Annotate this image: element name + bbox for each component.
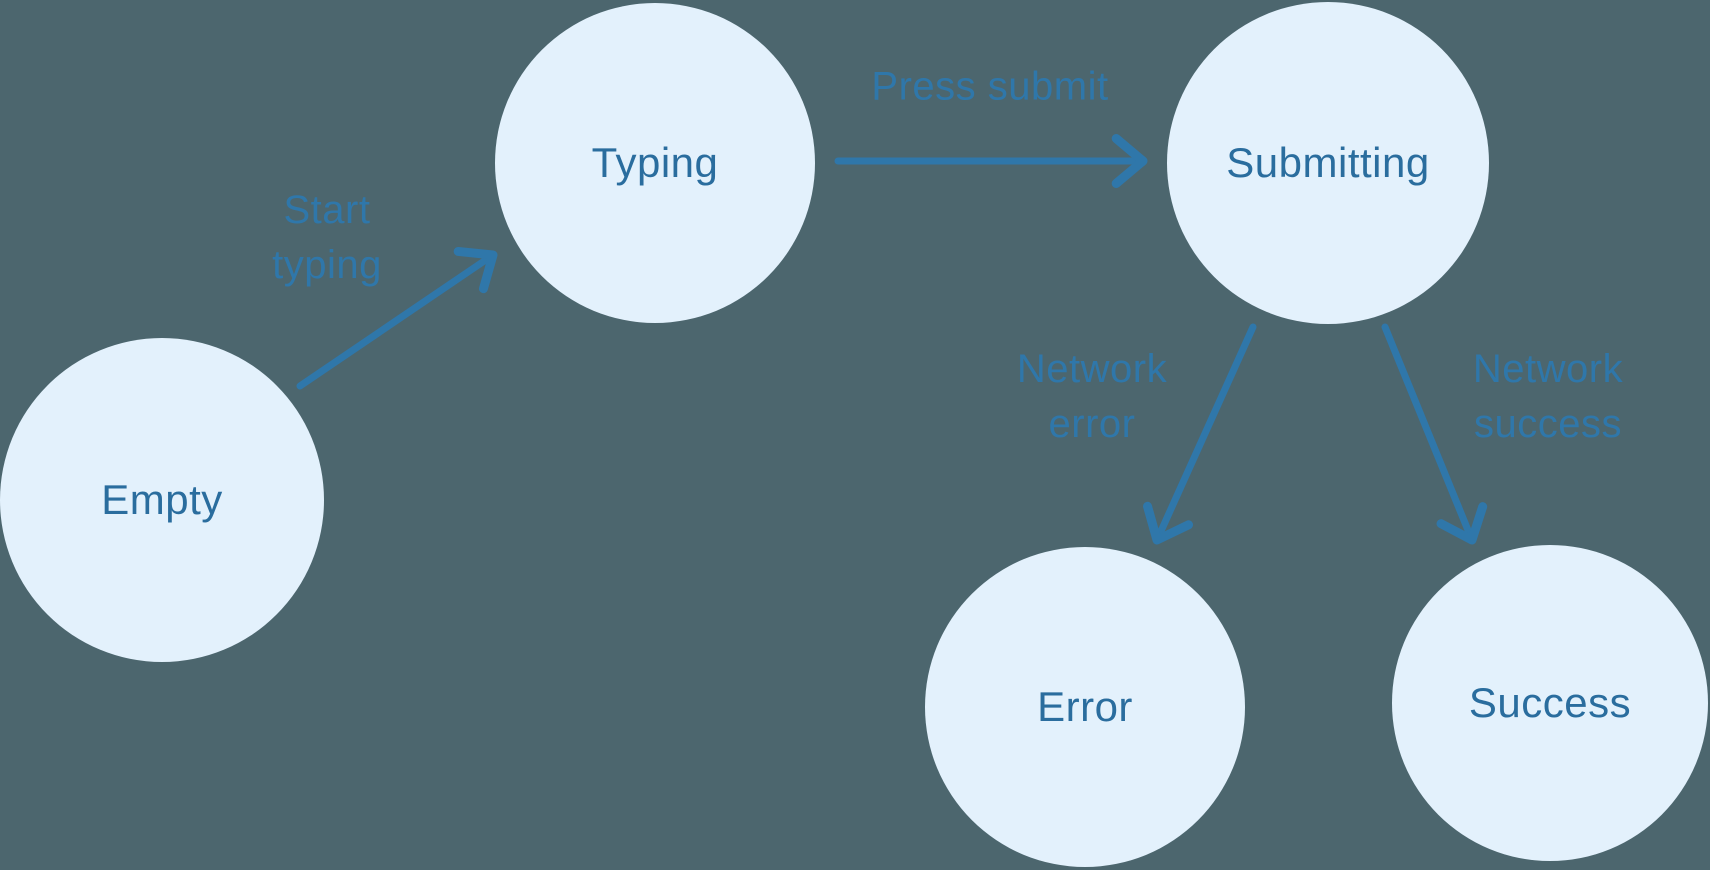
arrowhead-icon: [453, 246, 498, 294]
state-node-empty: Empty: [0, 338, 324, 662]
transition-label-line: success: [1473, 402, 1622, 446]
transition-label-line: Network: [1472, 347, 1624, 391]
transition-label-start-typing: Start typing: [272, 183, 382, 293]
transition-label-press-submit: Press submit: [871, 60, 1108, 115]
state-node-typing: Typing: [495, 3, 815, 323]
state-label-typing: Typing: [591, 139, 719, 186]
state-node-error: Error: [925, 547, 1245, 867]
arrowhead-icon: [1111, 134, 1148, 188]
arrowhead-icon: [1143, 501, 1194, 545]
transition-arrow-network-success: [1381, 323, 1488, 545]
transition-label-network-success: Network success: [1473, 342, 1623, 452]
transition-label-line: typing: [272, 243, 382, 287]
arrow-shaft-network-error: [1155, 323, 1257, 539]
state-label-error: Error: [1037, 683, 1133, 730]
state-node-submitting: Submitting: [1167, 2, 1489, 324]
transition-label-line: error: [1048, 402, 1136, 446]
transition-label-line: Start: [283, 188, 371, 232]
transition-label-line: Press submit: [871, 64, 1109, 109]
state-label-success: Success: [1468, 679, 1632, 726]
state-label-submitting: Submitting: [1226, 139, 1430, 186]
state-label-empty: Empty: [101, 476, 223, 523]
transition-label-line: Network: [1016, 347, 1168, 391]
transition-arrow-press-submit: [834, 134, 1148, 188]
arrow-shaft-network-success: [1381, 323, 1474, 538]
transition-label-network-error: Network error: [1017, 342, 1167, 452]
state-node-success: Success: [1392, 545, 1708, 861]
arrowhead-icon: [1436, 502, 1488, 545]
